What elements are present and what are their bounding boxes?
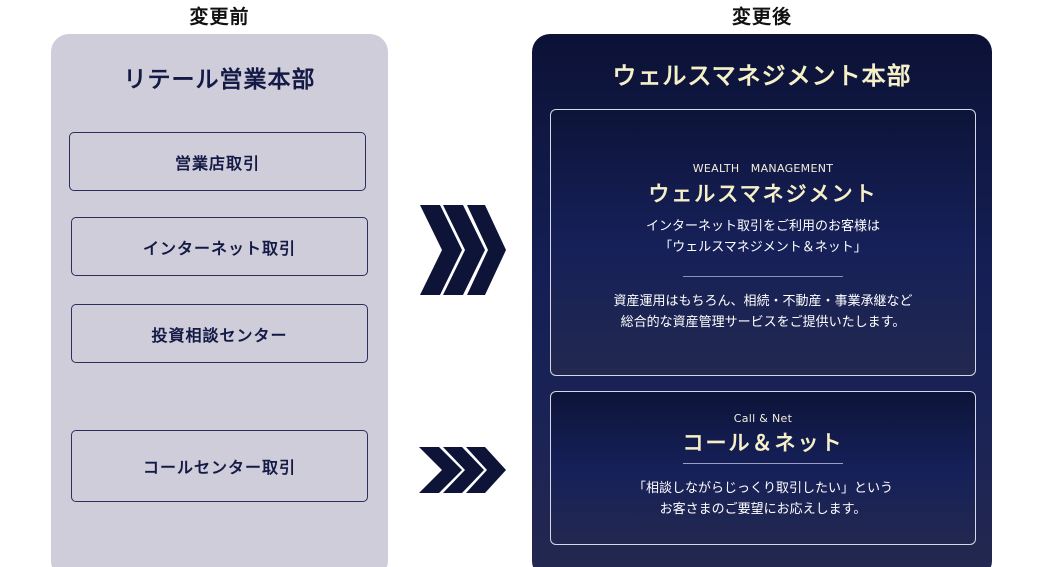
channel-box-branch: 営業店取引 — [69, 132, 366, 191]
after-column-title: 変更後 — [731, 6, 792, 28]
divider — [683, 463, 843, 464]
channel-box-investment-center: 投資相談センター — [71, 304, 368, 363]
wealth-management-title: ウェルスマネジメント — [648, 182, 878, 206]
channel-box-internet: インターネット取引 — [71, 217, 368, 276]
channel-label: 営業店取引 — [174, 153, 260, 173]
text-line: お客さまのご要望にお応えします。 — [659, 502, 867, 517]
after-department-title: ウェルスマネジメント本部 — [612, 62, 912, 90]
text-line: 資産運用はもちろん、相続・不動産・事業承継など — [613, 294, 913, 309]
triple-chevron-right-icon — [420, 205, 506, 295]
call-and-net-subtitle: Call & Net — [733, 412, 793, 425]
call-and-net-box: Call & Net コール＆ネット 「相談しながらじっくり取引したい」という … — [550, 391, 976, 545]
wealth-management-description-1: インターネット取引をご利用のお客様は 「ウェルスマネジメント＆ネット」 — [551, 216, 975, 258]
text-line: インターネット取引をご利用のお客様は — [645, 219, 880, 234]
text-line: 「ウェルスマネジメント＆ネット」 — [659, 240, 867, 255]
before-department-title: リテール営業本部 — [123, 67, 316, 93]
channel-label: インターネット取引 — [142, 238, 296, 258]
wealth-management-subtitle: WEALTH MANAGEMENT — [692, 162, 834, 175]
triple-chevron-right-icon — [419, 447, 506, 493]
channel-box-call-center: コールセンター取引 — [71, 430, 368, 502]
text-line: 「相談しながらじっくり取引したい」という — [632, 481, 893, 496]
call-and-net-description: 「相談しながらじっくり取引したい」という お客さまのご要望にお応えします。 — [551, 478, 975, 520]
wealth-management-box: WEALTH MANAGEMENT ウェルスマネジメント インターネット取引をご… — [550, 109, 976, 376]
channel-label: コールセンター取引 — [142, 458, 296, 477]
before-column-title: 変更前 — [189, 6, 250, 28]
call-and-net-title: コール＆ネット — [682, 431, 844, 455]
before-panel: リテール営業本部 営業店取引 インターネット取引 投資相談センター コールセンタ… — [51, 34, 388, 567]
channel-label: 投資相談センター — [151, 325, 288, 345]
divider — [683, 276, 843, 277]
after-panel: ウェルスマネジメント本部 WEALTH MANAGEMENT ウェルスマネジメン… — [532, 34, 992, 567]
text-line: 総合的な資産管理サービスをご提供いたします。 — [620, 315, 906, 330]
wealth-management-description-2: 資産運用はもちろん、相続・不動産・事業承継など 総合的な資産管理サービスをご提供… — [551, 291, 975, 333]
